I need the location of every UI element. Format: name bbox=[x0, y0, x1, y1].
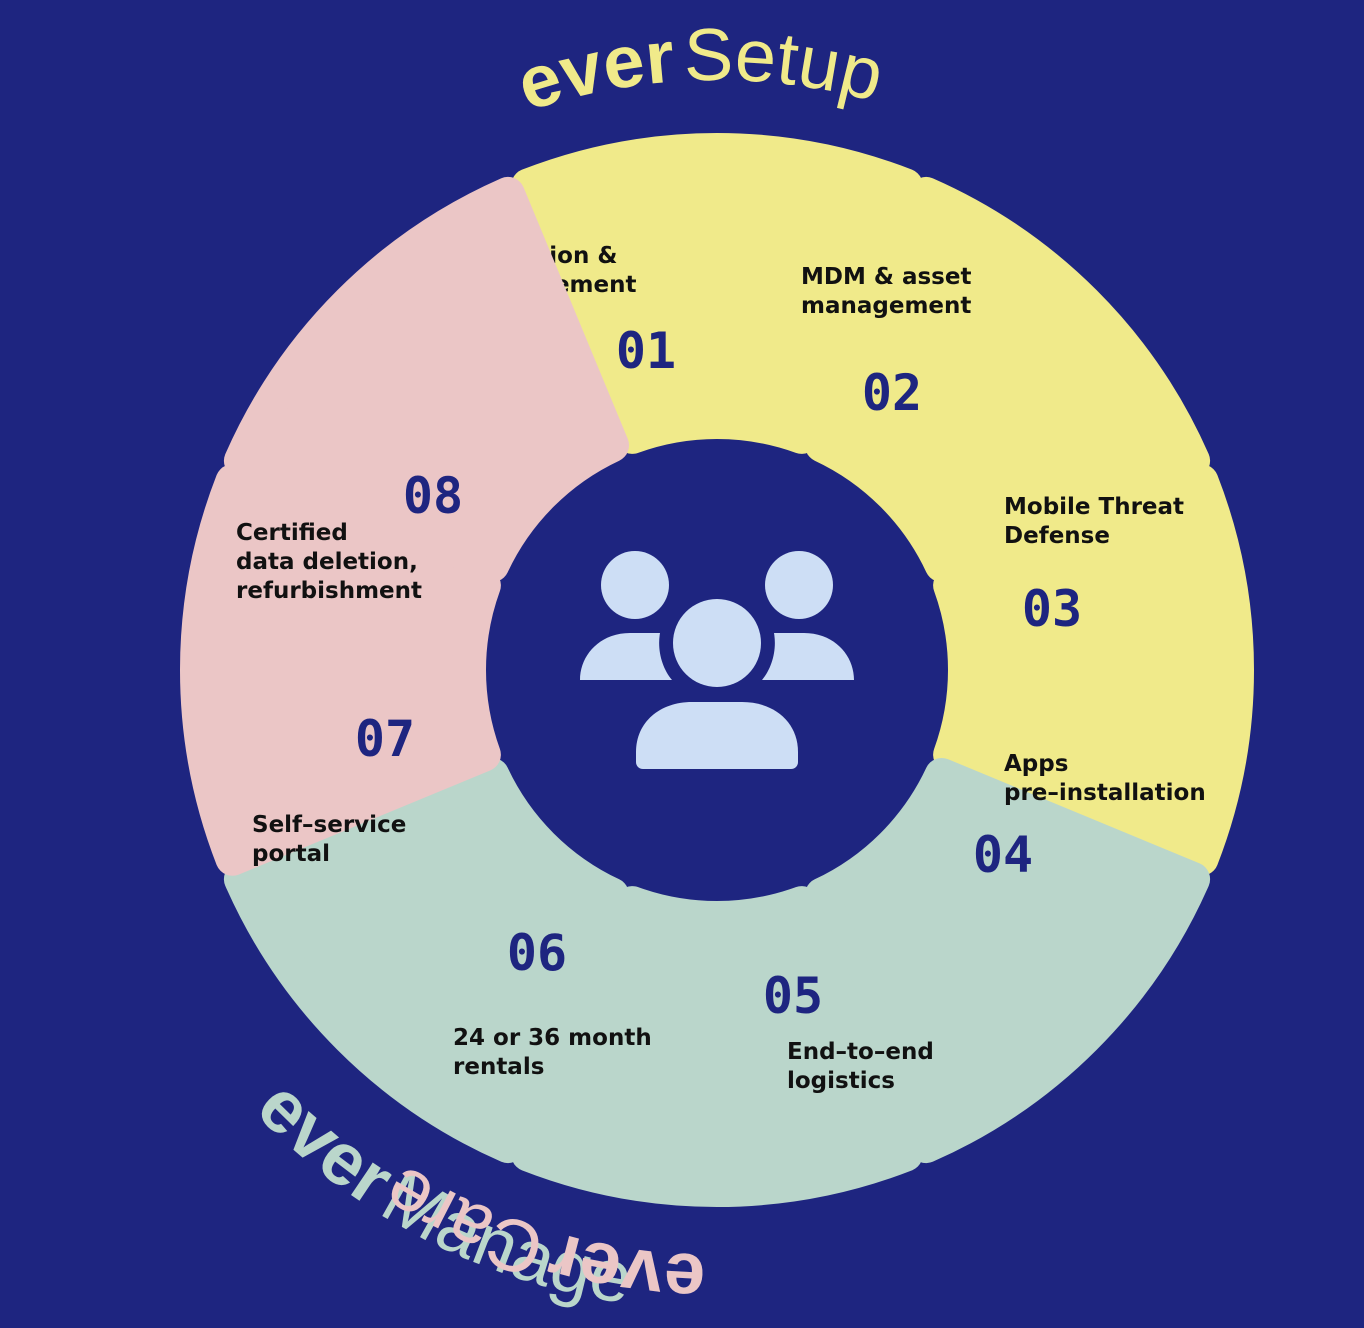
segment-label-line: management bbox=[801, 293, 971, 319]
segment-number: 06 bbox=[507, 924, 567, 982]
segment-label-line: refurbishment bbox=[236, 578, 422, 604]
user-left-body bbox=[580, 633, 672, 680]
segment-label-line: Defense bbox=[1004, 523, 1110, 549]
segment-number: 02 bbox=[862, 364, 922, 422]
segment-01: 01Selection &procurement bbox=[469, 133, 923, 454]
segment-number: 03 bbox=[1022, 580, 1082, 638]
segment-label-line: rentals bbox=[453, 1054, 544, 1080]
group-title-name: Setup bbox=[683, 13, 891, 117]
segment-label-line: End–to–end bbox=[787, 1039, 934, 1065]
segment-shape bbox=[223, 757, 630, 1164]
segment-06: 06 24 or 36 month rentals bbox=[223, 757, 652, 1164]
segment-shape bbox=[511, 133, 923, 454]
segment-number: 07 bbox=[355, 710, 415, 768]
user-center-body bbox=[636, 702, 798, 769]
segment-label-line: portal bbox=[252, 841, 330, 867]
user-left-head bbox=[601, 551, 669, 619]
segment-label-line: 24 or 36 month bbox=[453, 1025, 652, 1051]
segment-04: 04 Apps pre–installation bbox=[804, 751, 1211, 1164]
segment-shape bbox=[933, 464, 1254, 876]
segment-label-line: MDM & asset bbox=[801, 264, 971, 290]
segment-label-line: pre–installation bbox=[1004, 780, 1206, 806]
user-center-head bbox=[673, 599, 761, 687]
user-right-body bbox=[762, 633, 854, 680]
segment-02: 02 MDM & asset management bbox=[801, 176, 1211, 583]
user-right-head bbox=[765, 551, 833, 619]
users-group-icon bbox=[580, 551, 854, 769]
segment-shape bbox=[223, 176, 630, 583]
segment-shape bbox=[511, 886, 923, 1207]
segment-shape bbox=[804, 757, 1211, 1164]
segment-label-line: Certified bbox=[236, 520, 348, 546]
segment-label-line: Self–service bbox=[252, 812, 406, 838]
segment-label-line: Apps bbox=[1004, 751, 1068, 777]
segments-layer: 01Selection &procurement02 MDM & asset man… bbox=[180, 133, 1254, 1207]
segment-label-line: data deletion, bbox=[236, 549, 418, 575]
segment-number: 08 bbox=[403, 467, 463, 525]
segment-number: 04 bbox=[973, 826, 1033, 884]
segment-label-line: logistics bbox=[787, 1068, 895, 1094]
segment-label-line: Mobile Threat bbox=[1004, 494, 1184, 520]
segment-shape bbox=[804, 176, 1211, 583]
group-title-setup: everSetup bbox=[508, 13, 892, 127]
segment-number: 05 bbox=[763, 967, 823, 1025]
segment-shape bbox=[180, 464, 501, 876]
segment-number: 01 bbox=[616, 322, 676, 380]
group-title-prefix: ever bbox=[508, 15, 678, 127]
